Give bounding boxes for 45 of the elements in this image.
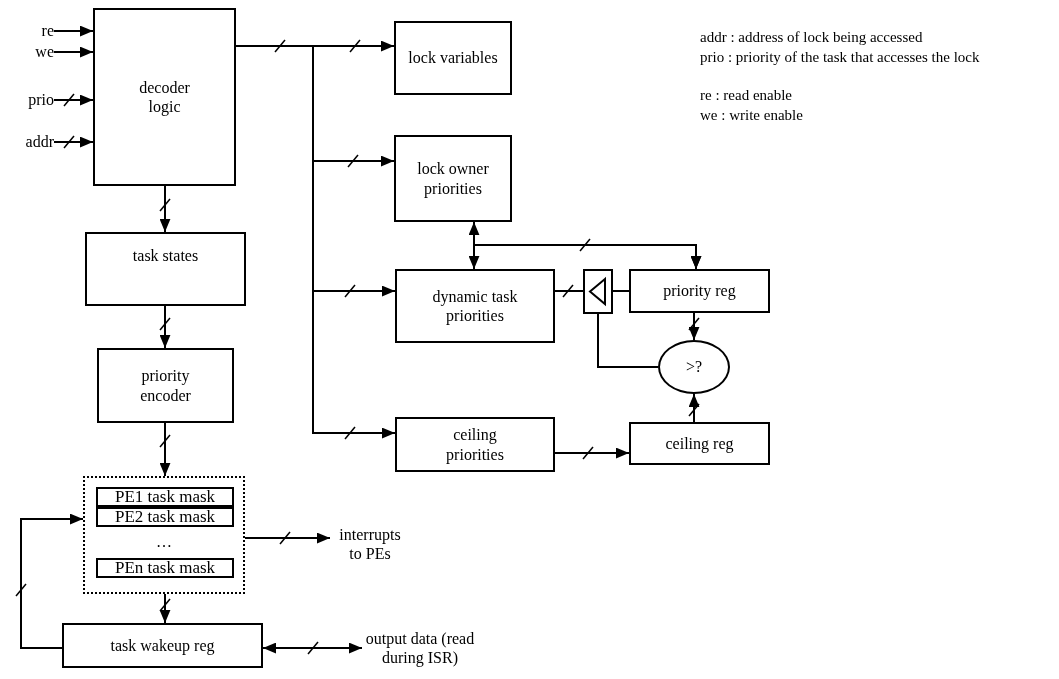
- arrow: [53, 46, 94, 58]
- note-text: addr : address of lock being accessed: [700, 28, 924, 47]
- arrow: [473, 244, 702, 270]
- block-box: lock owner priorities: [394, 135, 512, 222]
- signal-label: interrupts to PEs: [330, 524, 410, 564]
- note-text: prio : priority of the task that accesses the lock: [700, 48, 981, 67]
- connector-line: [612, 290, 630, 292]
- block-box: lock variables: [394, 21, 512, 95]
- arrow: [159, 593, 171, 624]
- arrow: [688, 393, 700, 423]
- mask-register-box: PE2 task mask: [96, 507, 234, 527]
- mask-register-group: [83, 476, 245, 594]
- mask-register-box: PE1 task mask: [96, 487, 234, 507]
- signal-label: re: [26, 21, 54, 41]
- arrow: [554, 447, 630, 459]
- note-text: re : read enable: [700, 86, 794, 105]
- block-box: task states: [85, 232, 246, 306]
- arrow: [20, 513, 84, 649]
- arrow: [159, 185, 171, 233]
- arrow: [53, 25, 94, 37]
- arrow: [688, 312, 700, 341]
- block-box: ceiling priorities: [395, 417, 555, 472]
- block-box: priority reg: [629, 269, 770, 313]
- ellipsis-text: …: [155, 532, 173, 552]
- arrow: [244, 532, 331, 544]
- block-box: decoder logic: [93, 8, 236, 186]
- arrow: [53, 94, 94, 106]
- block-box: task wakeup reg: [62, 623, 263, 668]
- signal-label: prio: [10, 90, 54, 110]
- note-text: we : write enable: [700, 106, 804, 125]
- arrow: [53, 136, 94, 148]
- signal-label: we: [20, 42, 54, 62]
- mask-register-box: PEn task mask: [96, 558, 234, 578]
- block-box: dynamic task priorities: [395, 269, 555, 343]
- signal-label: output data (read during ISR): [362, 626, 478, 670]
- block-box: ceiling reg: [629, 422, 770, 465]
- signal-label: addr: [4, 132, 54, 152]
- arrow: [159, 305, 171, 349]
- connector-line: [597, 313, 659, 368]
- comparator-ellipse: >?: [658, 340, 730, 394]
- arrow: [159, 422, 171, 477]
- buffer-symbol: [583, 269, 613, 314]
- arrow: [262, 642, 363, 654]
- block-box: priority encoder: [97, 348, 234, 423]
- connector-line: [554, 290, 584, 292]
